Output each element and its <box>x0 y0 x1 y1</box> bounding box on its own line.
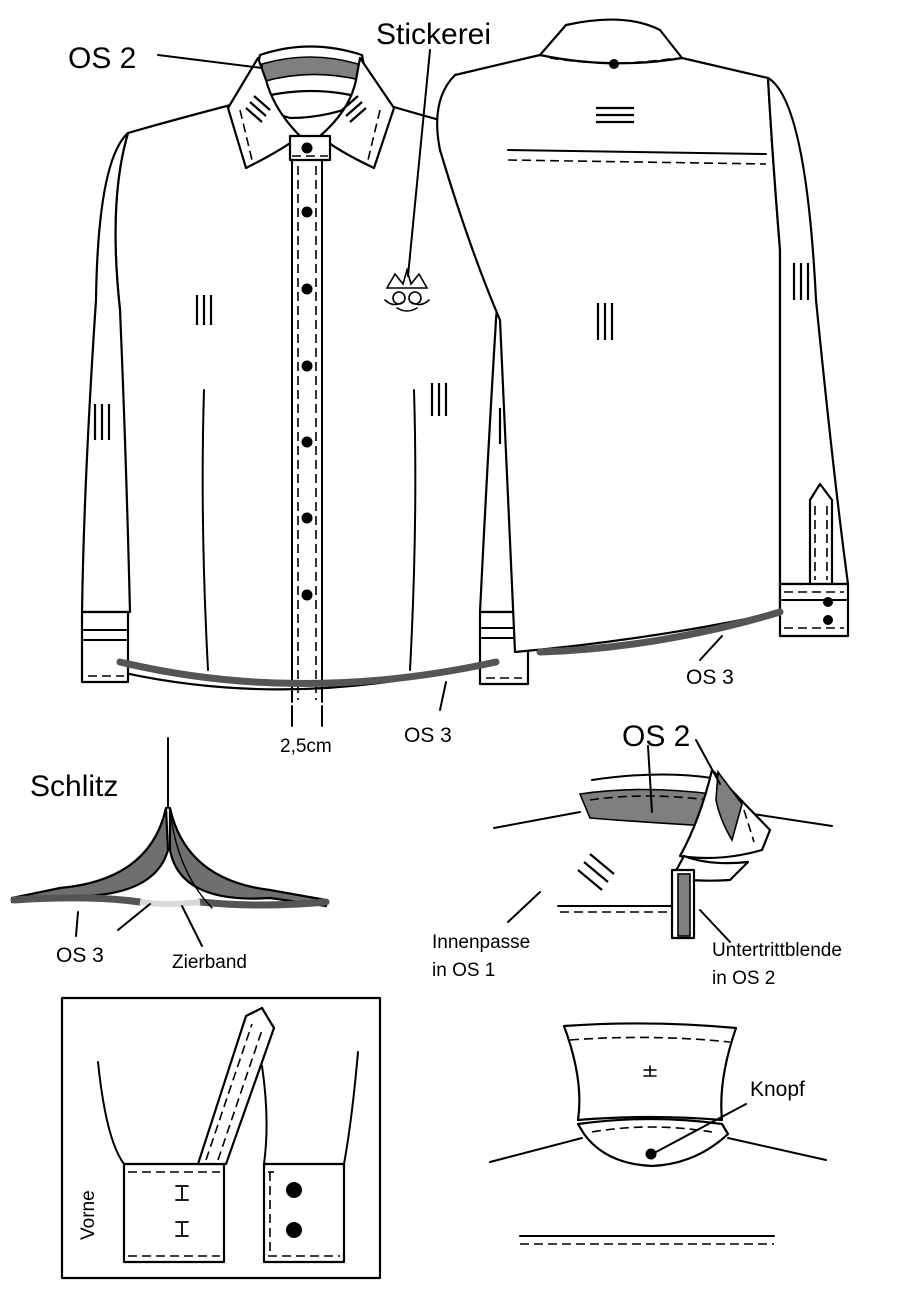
label-os2-collar: OS 2 <box>622 720 690 753</box>
button-icon <box>823 615 833 625</box>
label-knopf: Knopf <box>750 1078 805 1101</box>
neck-button-detail <box>489 1022 827 1245</box>
back-sleeve <box>766 76 850 586</box>
button-icon <box>301 512 313 524</box>
button-icon <box>286 1182 302 1198</box>
label-innenpasse: Innenpasse <box>432 932 530 953</box>
back-hem-band <box>536 608 784 656</box>
button-icon <box>609 59 619 69</box>
slit-hem-right <box>196 898 330 909</box>
button-icon <box>301 360 313 372</box>
embroidery-crown-icon <box>384 267 430 312</box>
button-icon <box>301 589 313 601</box>
label-os3-back: OS 3 <box>686 666 734 689</box>
label-vorne: Vorne <box>78 1190 99 1240</box>
button-icon <box>823 597 833 607</box>
label-os2-front: OS 2 <box>68 42 136 75</box>
label-untertrittblende: Untertrittblende <box>712 940 842 961</box>
label-measure: 2,5cm <box>280 736 332 757</box>
cuff-detail-box <box>60 996 382 1280</box>
slit-detail <box>10 737 330 947</box>
button-icon <box>301 436 313 448</box>
collar-contrast-band <box>578 788 713 827</box>
cuff-left <box>122 1162 226 1264</box>
cuff-right <box>262 1162 346 1264</box>
back-shirt-view <box>436 18 850 661</box>
button-icon <box>301 206 313 218</box>
back-sleeve-placket <box>808 482 834 586</box>
zierband-tape <box>139 899 201 907</box>
button-icon <box>286 1222 302 1238</box>
collar-detail <box>493 739 833 943</box>
button-icon <box>301 283 313 295</box>
label-stickerei: Stickerei <box>376 18 491 51</box>
label-zierband: Zierband <box>172 952 247 973</box>
button-icon <box>645 1148 657 1160</box>
back-grain-marks <box>596 106 810 340</box>
front-left-cuff <box>80 610 130 684</box>
labels: OS 2 Stickerei 2,5cm OS 3 OS 3 Schlitz O… <box>30 18 842 1240</box>
label-innenpasse-fabric: in OS 1 <box>432 960 495 981</box>
slit-hem-left <box>10 894 144 906</box>
label-os3-slit: OS 3 <box>56 944 104 967</box>
neckband-front <box>576 1117 730 1168</box>
front-placket-buttons <box>301 142 313 601</box>
front-body-outline <box>114 98 502 691</box>
label-schlitz: Schlitz <box>30 770 118 803</box>
button-icon <box>301 142 313 154</box>
label-untertritt-fabric: in OS 2 <box>712 968 775 989</box>
label-os3-front: OS 3 <box>404 724 452 747</box>
back-collar <box>538 18 684 65</box>
front-hem-band <box>116 658 500 687</box>
